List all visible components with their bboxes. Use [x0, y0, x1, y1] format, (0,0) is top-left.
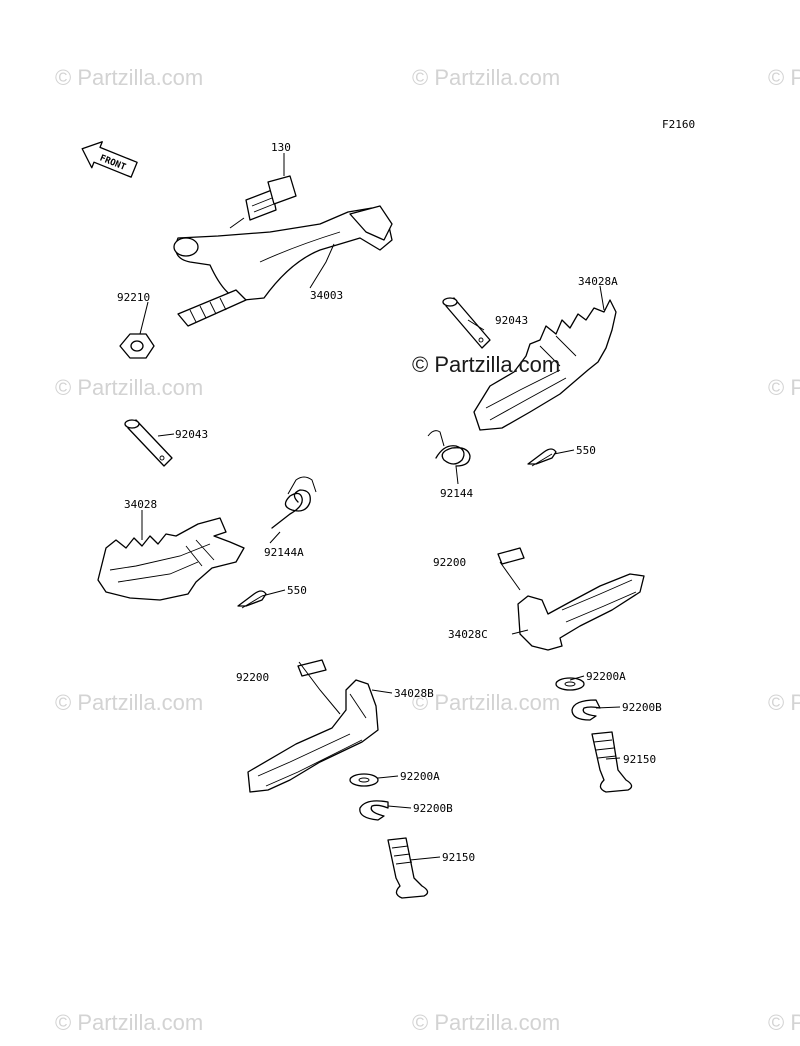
watermark: © Partzilla.com	[768, 375, 800, 400]
watermark: © Partzilla.com	[768, 65, 800, 90]
washer-92200A-left	[349, 773, 379, 787]
watermark-layer: © Partzilla.com © Partzilla.com © Partzi…	[55, 65, 800, 1035]
bolt-130	[245, 175, 297, 221]
cotter-550-left	[237, 590, 267, 609]
watermark: © Partzilla.com	[55, 65, 203, 90]
part-labels: 130 34003 92210 92043 34028 92144A 550 9…	[117, 141, 662, 864]
figure-code: F2160	[662, 118, 695, 131]
label-92043-left: 92043	[175, 428, 208, 441]
pin-92043-left	[124, 419, 173, 467]
label-92043-right: 92043	[495, 314, 528, 327]
pin-92150-left	[387, 837, 429, 899]
washer-92200A-right	[555, 677, 585, 691]
washer-92200-right	[497, 547, 525, 565]
label-92200-right: 92200	[433, 556, 466, 569]
label-550-left: 550	[287, 584, 307, 597]
label-34028: 34028	[124, 498, 157, 511]
watermark: © Partzilla.com	[55, 690, 203, 715]
footpeg-34028	[97, 517, 245, 601]
watermark: © Partzilla.com	[412, 65, 560, 90]
brake-pedal	[119, 175, 393, 359]
label-34028B: 34028B	[394, 687, 434, 700]
cotter-550-right	[527, 448, 557, 467]
footpeg-34028A	[473, 299, 617, 431]
pin-92043-right	[442, 297, 491, 349]
front-arrow-icon: FRONT	[81, 141, 138, 178]
label-34028C: 34028C	[448, 628, 488, 641]
footpeg-34028B	[247, 679, 379, 793]
watermark: © Partzilla.com	[768, 690, 800, 715]
spring-92144	[427, 430, 471, 467]
washer-92200-left	[297, 659, 327, 677]
label-92200B-left: 92200B	[413, 802, 453, 815]
watermark: © Partzilla.com	[55, 375, 203, 400]
label-92150-right: 92150	[623, 753, 656, 766]
label-34028A: 34028A	[578, 275, 618, 288]
label-92200A-left: 92200A	[400, 770, 440, 783]
footpeg-34028C	[517, 573, 645, 651]
label-34003: 34003	[310, 289, 343, 302]
spring-92144A	[271, 476, 317, 529]
label-92150-left: 92150	[442, 851, 475, 864]
nut-92210	[119, 333, 155, 359]
label-92200A-right: 92200A	[586, 670, 626, 683]
label-92200B-right: 92200B	[622, 701, 662, 714]
leader-lines	[139, 153, 621, 861]
clip-92200B-left	[359, 800, 389, 821]
watermark: © Partzilla.com	[412, 690, 560, 715]
label-92210: 92210	[117, 291, 150, 304]
watermark: © Partzilla.com	[768, 1010, 800, 1035]
label-550-right: 550	[576, 444, 596, 457]
watermark: © Partzilla.com	[412, 1010, 560, 1035]
label-92144A: 92144A	[264, 546, 304, 559]
label-92200-left: 92200	[236, 671, 269, 684]
watermark: © Partzilla.com	[55, 1010, 203, 1035]
label-92144: 92144	[440, 487, 473, 500]
pin-92150-right	[591, 731, 633, 793]
label-130: 130	[271, 141, 291, 154]
clip-92200B-right	[571, 699, 601, 721]
watermark-center: © Partzilla.com	[412, 352, 560, 377]
